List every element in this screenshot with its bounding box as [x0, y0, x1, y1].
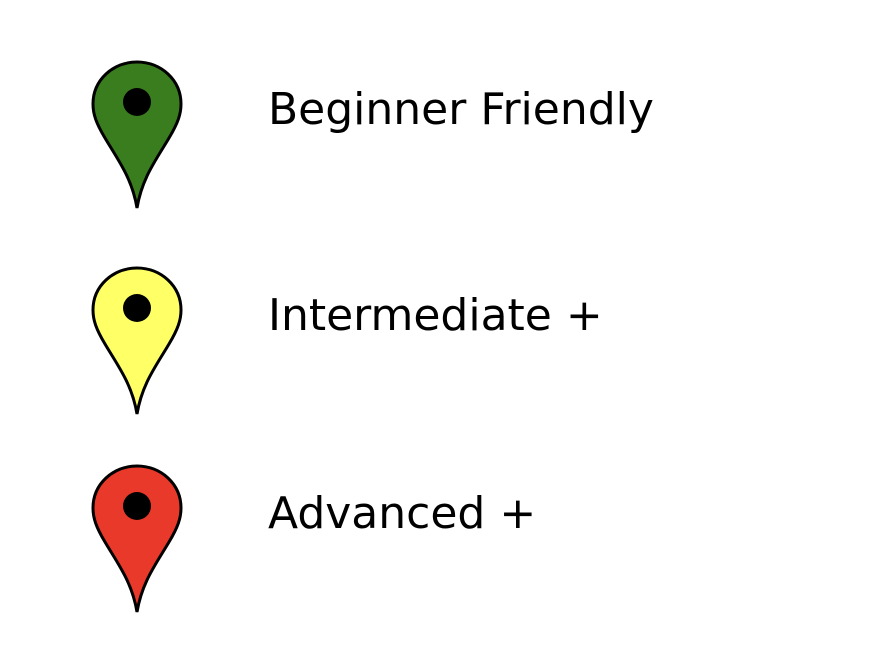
- legend-label: Advanced +: [268, 488, 537, 539]
- pin-body: [91, 464, 183, 613]
- pin-hole: [123, 88, 151, 116]
- legend-label: Beginner Friendly: [268, 84, 654, 135]
- pin-hole: [123, 492, 151, 520]
- map-pin-icon-red: [91, 464, 183, 613]
- legend-label: Intermediate +: [268, 290, 603, 341]
- legend-item-advanced: Advanced +: [88, 464, 848, 614]
- pin-body: [91, 60, 183, 209]
- map-pin-icon: [88, 266, 186, 416]
- legend-item-beginner: Beginner Friendly: [88, 60, 848, 210]
- map-pin-icon-green: [91, 60, 183, 209]
- map-pin-icon-yellow: [91, 266, 183, 415]
- map-pin-icon: [88, 60, 186, 210]
- legend-item-intermediate: Intermediate +: [88, 266, 848, 416]
- map-pin-icon: [88, 464, 186, 614]
- pin-body: [91, 266, 183, 415]
- pin-hole: [123, 294, 151, 322]
